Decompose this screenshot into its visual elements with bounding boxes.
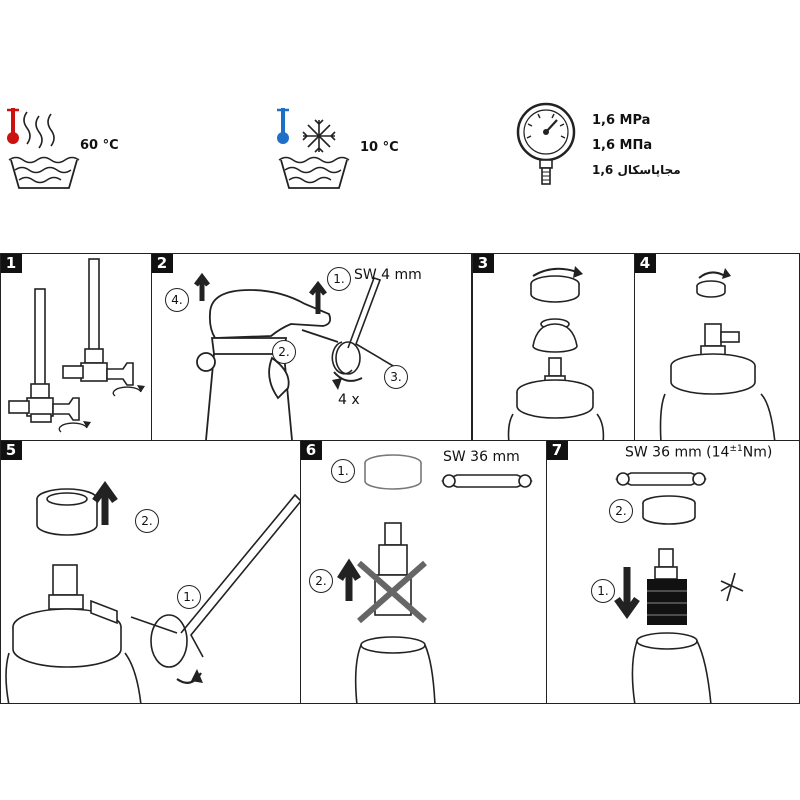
cold-temp-label: 10 °C: [360, 140, 399, 155]
callout-4: 4.: [165, 288, 189, 312]
callout-1: 1.: [327, 267, 351, 291]
turns-label: 4 x: [338, 392, 360, 408]
callout-2: 2.: [135, 509, 159, 533]
remove-handle-adapter-illustration: [659, 268, 776, 441]
step-number: 3: [473, 254, 494, 273]
callout-2: 2.: [309, 569, 333, 593]
shutoff-valves-illustration: [8, 258, 145, 433]
step-number: 7: [547, 441, 568, 460]
callout-1: 1.: [177, 585, 201, 609]
cold-water-icon: [277, 108, 350, 189]
step-6-panel: 6 SW 36 mm 1. 2.: [300, 440, 548, 704]
pressure-mpa-arabic-label: مجاپاسكال 1,6: [592, 163, 681, 177]
callout-1: 1.: [331, 459, 355, 483]
pressure-mpa-cyrillic-label: 1,6 МПа: [592, 138, 653, 153]
faucet-handle-illustration: [194, 272, 401, 441]
tool-size-text: SW 36 mm (14: [625, 444, 730, 461]
callout-2: 2.: [609, 499, 633, 523]
step-4-panel: 4: [634, 253, 800, 442]
hot-water-icon: [7, 108, 80, 189]
step-3-panel: 3: [472, 253, 636, 442]
step-number: 5: [1, 441, 22, 460]
pressure-gauge-icon: [516, 102, 576, 185]
remove-ring-illustration: [5, 480, 301, 703]
remove-cap-illustration: [507, 266, 605, 441]
step-number: 1: [1, 254, 22, 273]
callout-1: 1.: [591, 579, 615, 603]
callout-3: 3.: [384, 365, 408, 389]
torque-tolerance: ±1: [729, 444, 743, 454]
torque-unit: Nm): [742, 444, 773, 461]
tool-size-torque-label: SW 36 mm (14±1Nm): [625, 444, 772, 461]
step-7-panel: 7 SW 36 mm (14±1Nm) 1. 2.: [546, 440, 800, 704]
tool-size-label: SW 4 mm: [354, 267, 422, 283]
callout-2: 2.: [272, 340, 296, 364]
step-5-panel: 5 1. 2.: [0, 440, 302, 704]
step-number: 4: [635, 254, 656, 273]
do-not-remove-cartridge-illustration: [337, 454, 534, 703]
step-number: 6: [301, 441, 322, 460]
hot-temp-label: 60 °C: [80, 138, 119, 153]
step-2-panel: 2 SW 4 mm 1. 2. 3. 4. 4 x: [151, 253, 472, 442]
tool-size-label: SW 36 mm: [443, 449, 520, 465]
step-1-panel: 1: [0, 253, 153, 442]
pressure-mpa-label: 1,6 MPa: [592, 113, 651, 128]
install-cartridge-illustration: [614, 472, 744, 703]
step-number: 2: [152, 254, 173, 273]
